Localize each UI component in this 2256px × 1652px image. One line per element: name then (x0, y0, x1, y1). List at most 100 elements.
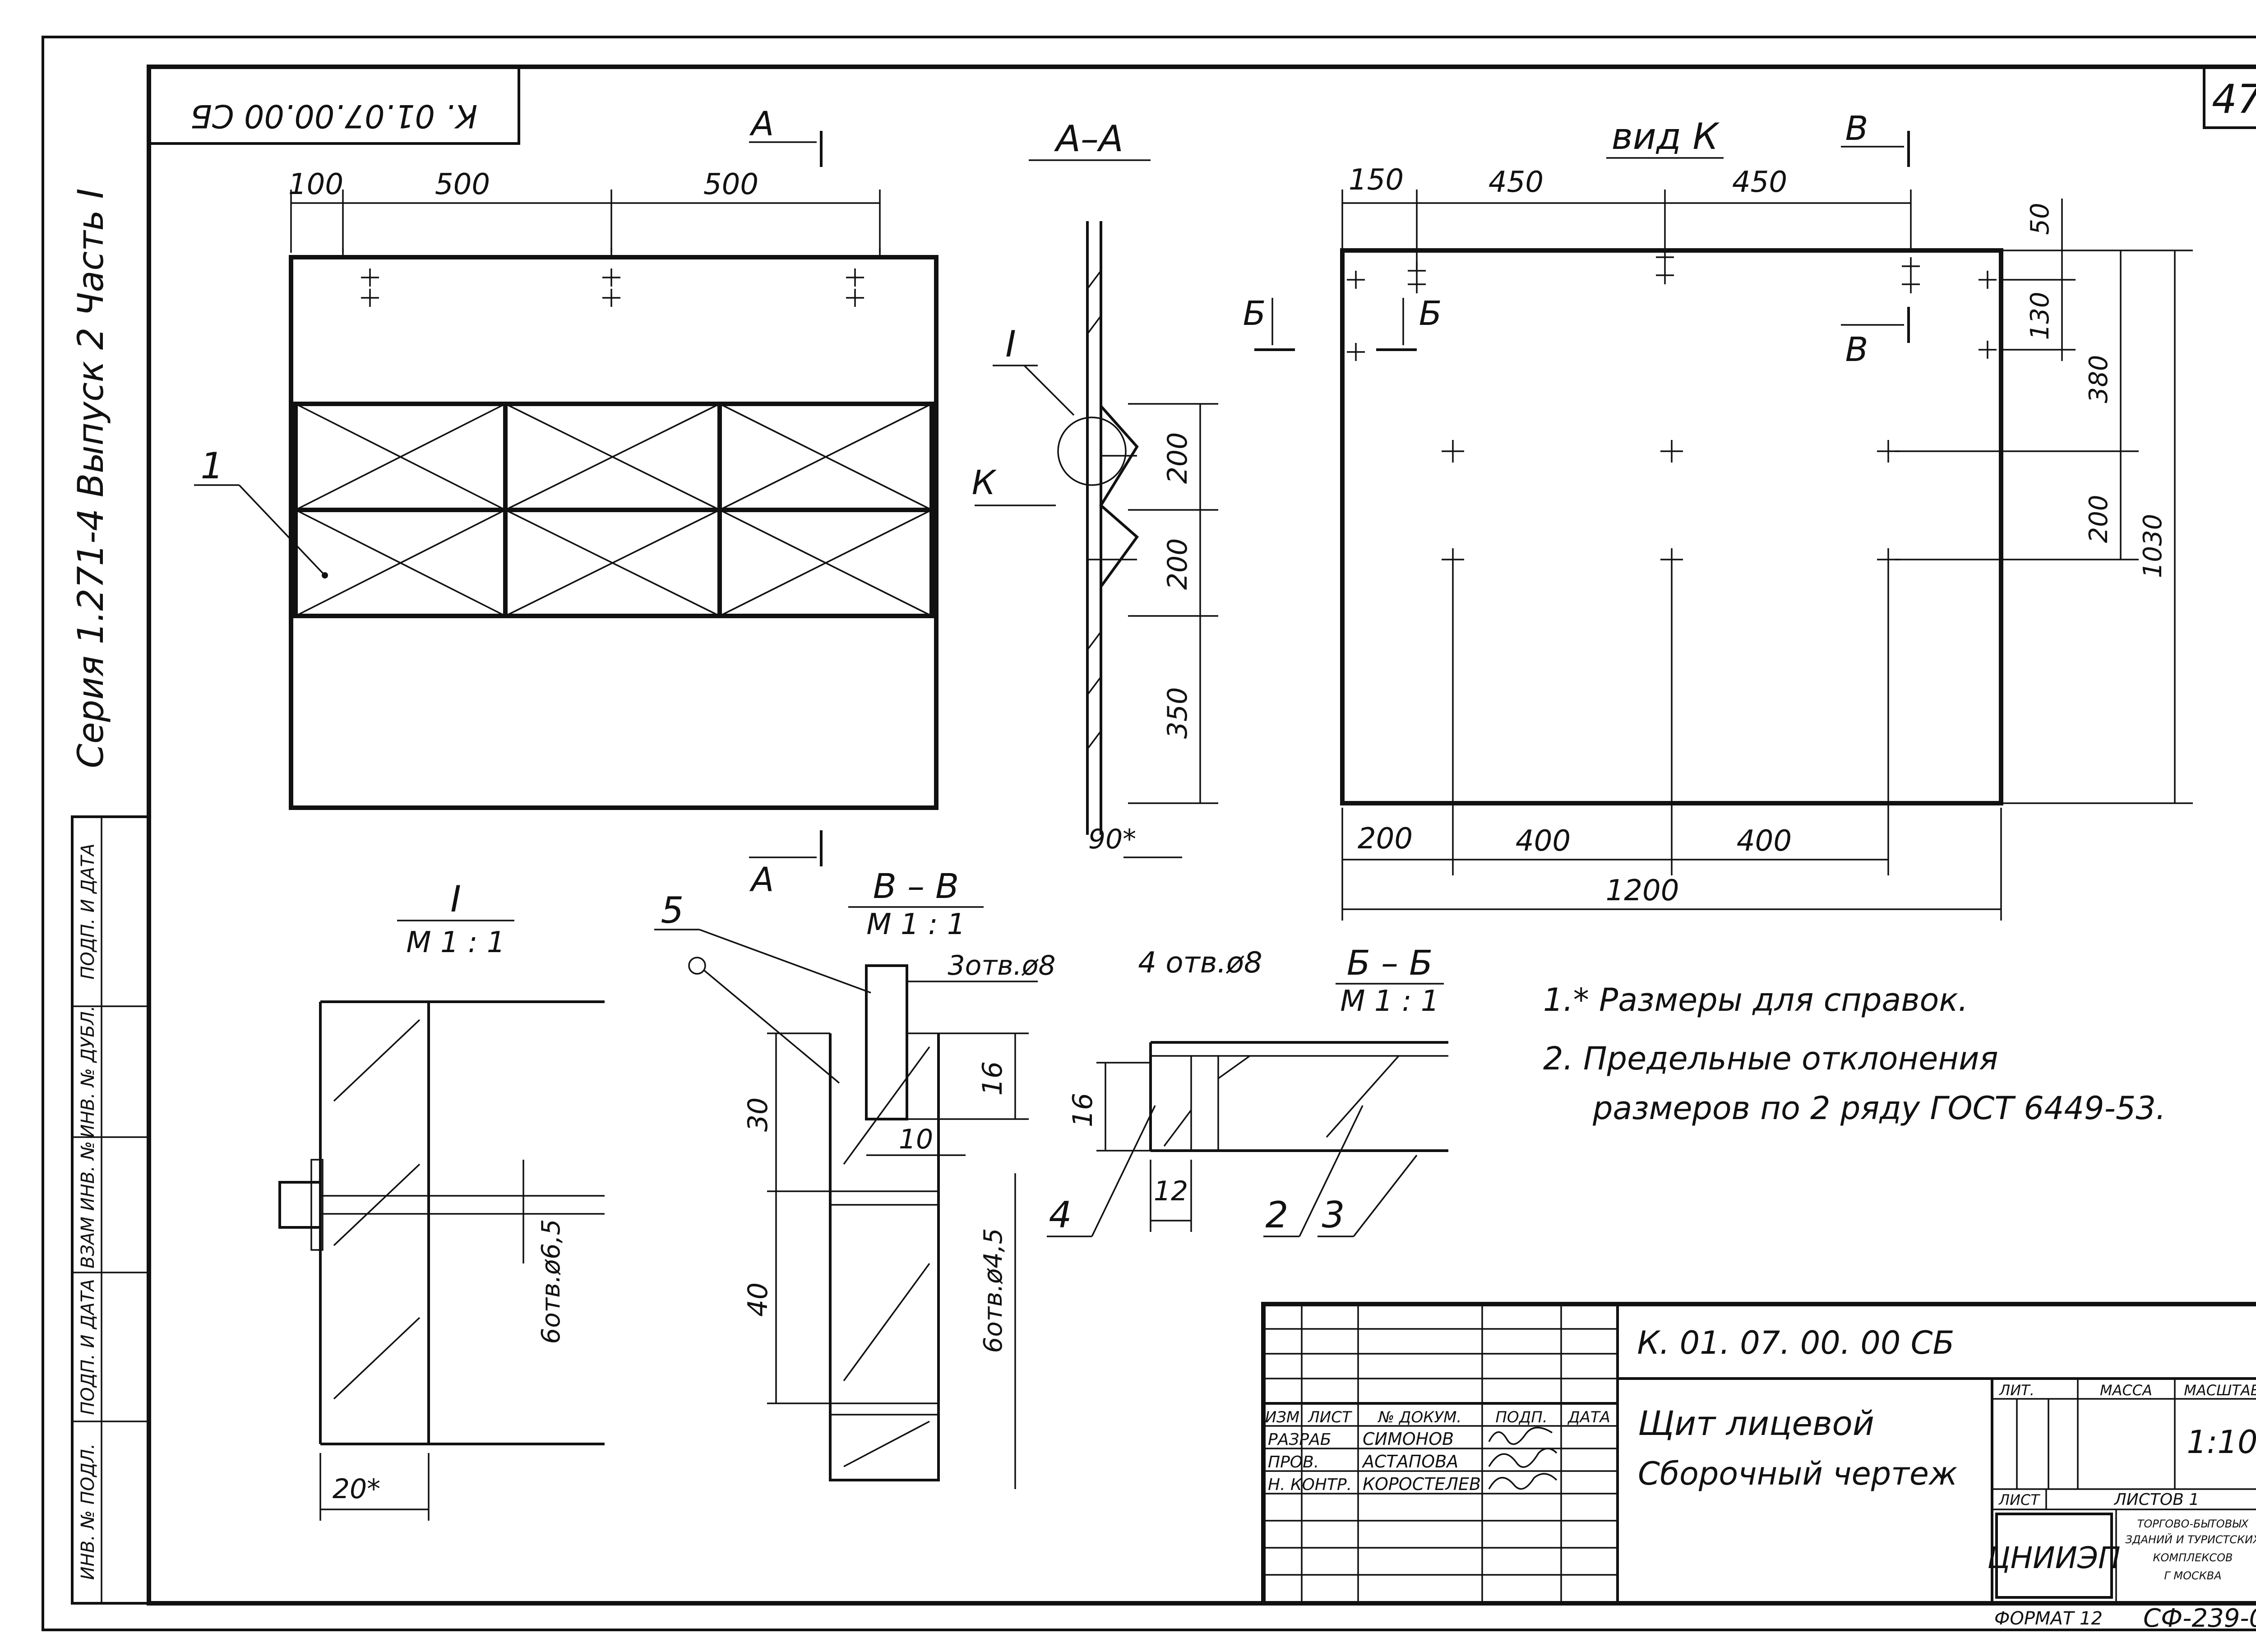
front-callout-1: 1 (201, 445, 224, 487)
view-k-dim-380: 380 (2084, 355, 2113, 403)
section-vv-title: В – В (873, 866, 959, 906)
section-bb-scale: М 1 : 1 (1340, 985, 1439, 1018)
detail-i-title: I (450, 878, 461, 920)
tb-listov: ЛИСТОВ 1 (2113, 1490, 2200, 1509)
section-aa-title: А–А (1054, 118, 1123, 160)
detail-i-hole-label: 6отв.ø6,5 (536, 1219, 566, 1344)
view-k-dim-50: 50 (2025, 203, 2055, 235)
tb-list: ЛИСТ (1998, 1491, 2040, 1509)
notes: 1.* Размеры для справок. 2. Предельные о… (1543, 981, 2166, 1127)
front-dim-500-a: 500 (435, 168, 490, 201)
detail-i: I М 1 : 1 6отв.ø6,5 20* (278, 878, 605, 1521)
signature-2 (1488, 1448, 1558, 1468)
view-k-dim-400-b: 400 (1737, 824, 1792, 858)
section-aa-callout-i: I (1005, 323, 1016, 365)
section-bb: 4 отв.ø8 Б – Б М 1 : 1 16 12 4 2 3 (1047, 943, 1448, 1237)
section-vv: В – В М 1 : 1 5 3отв.ø8 16 10 (654, 866, 1056, 1489)
tb-masshtab: МАСШТАБ (2184, 1382, 2256, 1399)
view-k-dim-400-a: 400 (1516, 824, 1571, 858)
view-k-dim-450-b: 450 (1732, 166, 1787, 199)
rotated-code-box: К. 01.07.00.00 СБ (148, 65, 520, 145)
tb-scale-value: 1:10 (2187, 1424, 2256, 1461)
stamp-podp-data-1: ПОДП. И ДАТА (78, 1279, 98, 1415)
view-k-dim-200-bottom: 200 (1358, 822, 1413, 856)
section-vv-scale: М 1 : 1 (866, 908, 965, 941)
section-vv-hole-side: 6отв.ø4,5 (979, 1228, 1008, 1353)
tb-lit: ЛИТ. (1999, 1382, 2034, 1399)
tb-doc-code: К. 01. 07. 00. 00 СБ (1637, 1324, 1954, 1361)
tb-role-razrab: РАЗРАБ (1268, 1430, 1331, 1449)
tb-name-line1: Щит лицевой (1638, 1404, 1874, 1443)
tb-name-astapova: АСТАПОВА (1361, 1452, 1458, 1472)
tb-name-korostelev: КОРОСТЕЛЕВ (1363, 1474, 1481, 1494)
tb-name-line2: Сборочный чертеж (1638, 1455, 1957, 1492)
tb-org-line4: Г МОСКВА (2164, 1569, 2221, 1582)
note-2: 2. Предельные отклонения (1543, 1040, 1998, 1077)
section-mark-a-bottom: А (749, 861, 774, 899)
section-bb-callout-4: 4 (1049, 1194, 1072, 1236)
signature-3 (1488, 1473, 1558, 1490)
front-dim-100: 100 (288, 168, 343, 201)
section-aa-dim-200-b: 200 (1162, 538, 1193, 590)
tb-org-line2: ЗДАНИЙ И ТУРИСТСКИХ (2125, 1533, 2256, 1546)
note-1: 1.* Размеры для справок. (1543, 981, 1968, 1018)
tb-head-ndoc: № ДОКУМ. (1378, 1408, 1462, 1426)
view-k-mark-b-bottom: В (1845, 330, 1868, 369)
stamp-inv-dubl: ИНВ. № ДУБЛ. (78, 1005, 98, 1138)
view-k-dim-450-a: 450 (1489, 166, 1544, 199)
section-vv-callout-5: 5 (661, 889, 684, 931)
section-vv-dim-10: 10 (899, 1124, 933, 1155)
tb-head-podp: ПОДП. (1495, 1408, 1547, 1426)
section-aa-view-k: К (972, 463, 997, 502)
tb-name-simonov: СИМОНОВ (1363, 1429, 1454, 1449)
section-aa-dim-200-a: 200 (1162, 432, 1193, 484)
section-bb-title: Б – Б (1347, 943, 1433, 983)
section-bb-dim-16: 16 (1067, 1093, 1099, 1127)
stamp-inv-podl: ИНВ. № ПОДЛ. (78, 1444, 98, 1580)
tb-org-logo: ЦНИИЭП (1987, 1541, 2120, 1575)
section-vv-hole-top: 3отв.ø8 (948, 950, 1055, 981)
section-bb-callout-3: 3 (1322, 1194, 1345, 1236)
section-vv-dim-30: 30 (742, 1097, 774, 1132)
view-k-dim-130: 130 (2025, 292, 2055, 340)
section-bb-hole-label: 4 отв.ø8 (1138, 946, 1262, 980)
section-vv-dim-40: 40 (742, 1282, 774, 1317)
tb-head-izm: ИЗМ (1265, 1408, 1300, 1426)
tb-head-data: ДАТА (1567, 1408, 1610, 1426)
detail-i-scale: М 1 : 1 (406, 926, 505, 959)
rotated-code: К. 01.07.00.00 СБ (190, 97, 477, 134)
section-bb-callout-2: 2 (1266, 1194, 1289, 1236)
tb-org-line1: ТОРГОВО-БЫТОВЫХ (2137, 1518, 2249, 1530)
series-vertical-text: Серия 1.271-4 Выпуск 2 Часть I (71, 188, 111, 768)
section-mark-a-top: А (749, 105, 774, 143)
tb-head-list: ЛИСТ (1307, 1408, 1352, 1426)
view-k-dim-150: 150 (1349, 163, 1404, 197)
left-stamp: ИНВ. № ПОДЛ. ПОДП. И ДАТА ВЗАМ ИНВ. № ИН… (71, 815, 150, 1605)
footer-sheet-code: СФ-239-03 (2143, 1604, 2256, 1633)
front-view: 100 500 500 1 А А (194, 105, 938, 899)
view-k: вид К 150 450 450 (1243, 109, 2193, 921)
footer-format: ФОРМАТ 12 (1994, 1608, 2103, 1629)
tb-role-prov: ПРОВ. (1268, 1453, 1319, 1472)
tb-massa: МАССА (2100, 1382, 2152, 1399)
view-k-mark-be-left: Б (1243, 294, 1266, 333)
sheet-number: 47 (2212, 76, 2256, 122)
stamp-podp-data-2: ПОДП. И ДАТА (78, 843, 98, 979)
signature-1 (1488, 1426, 1553, 1445)
section-aa-dim-90: 90* (1088, 824, 1136, 855)
tb-org-line3: КОМПЛЕКСОВ (2153, 1551, 2233, 1564)
detail-i-dim-20: 20* (333, 1473, 380, 1505)
view-k-mark-b-top: В (1845, 109, 1868, 148)
stamp-vzam-inv: ВЗАМ ИНВ. № (78, 1141, 98, 1268)
sheet-frame (42, 36, 2256, 1631)
view-k-mark-be-right: Б (1419, 294, 1442, 333)
note-2-cont: размеров по 2 ряду ГОСТ 6449-53. (1592, 1090, 2166, 1127)
view-k-dim-200: 200 (2084, 495, 2113, 543)
view-k-dim-1200: 1200 (1606, 874, 1679, 907)
section-aa-dim-350: 350 (1162, 687, 1193, 739)
view-k-dim-1030: 1030 (2138, 514, 2168, 578)
section-vv-dim-16: 16 (977, 1061, 1008, 1096)
tb-role-nkontr: Н. КОНТР. (1268, 1476, 1352, 1494)
section-aa: А–А I К 200 200 350 90* (972, 118, 1218, 858)
